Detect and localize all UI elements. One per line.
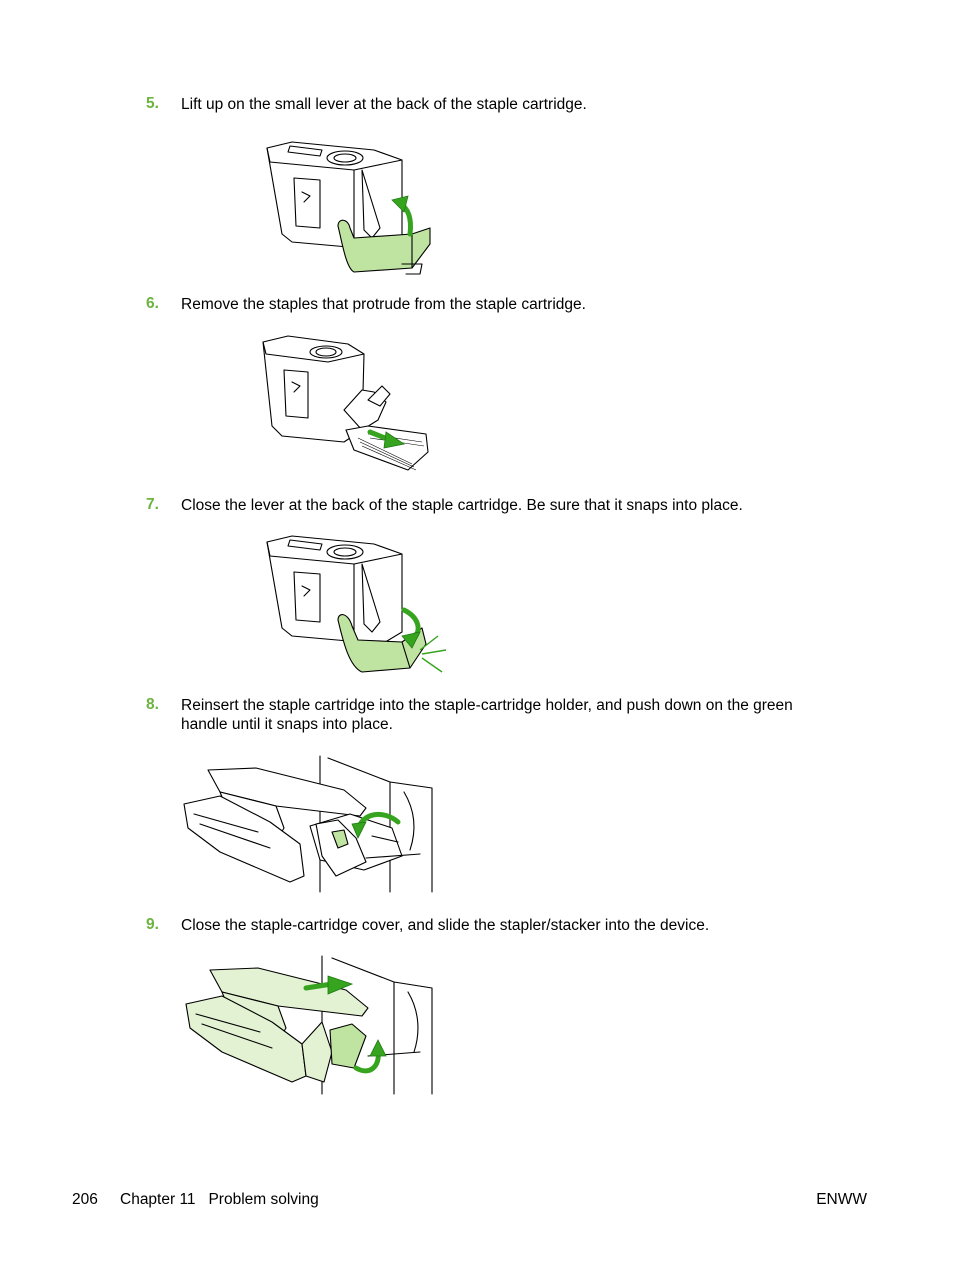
footer-right-label: ENWW <box>816 1191 867 1208</box>
staple-removal-illustration <box>262 335 429 471</box>
chapter-label: Chapter 11 Problem solving <box>120 1191 319 1208</box>
step-text: Remove the staples that protrude from th… <box>181 296 586 313</box>
page-number: 206 <box>72 1191 98 1208</box>
staple-cartridge-lever-closed-illustration <box>266 535 447 673</box>
reinsert-cartridge-illustration <box>183 755 433 893</box>
step-text: Reinsert the staple cartridge into the s… <box>181 697 793 733</box>
step-number: 8. <box>146 696 159 713</box>
step-text: Lift up on the small lever at the back o… <box>181 96 587 113</box>
staple-cartridge-lever-up-illustration <box>266 141 431 275</box>
step-number: 6. <box>146 295 159 312</box>
step-number: 5. <box>146 95 159 112</box>
step-text: Close the lever at the back of the stapl… <box>181 497 743 514</box>
step-number: 9. <box>146 916 159 933</box>
step-text: Close the staple-cartridge cover, and sl… <box>181 917 710 934</box>
slide-stapler-stacker-illustration <box>185 955 433 1095</box>
step-number: 7. <box>146 496 159 513</box>
